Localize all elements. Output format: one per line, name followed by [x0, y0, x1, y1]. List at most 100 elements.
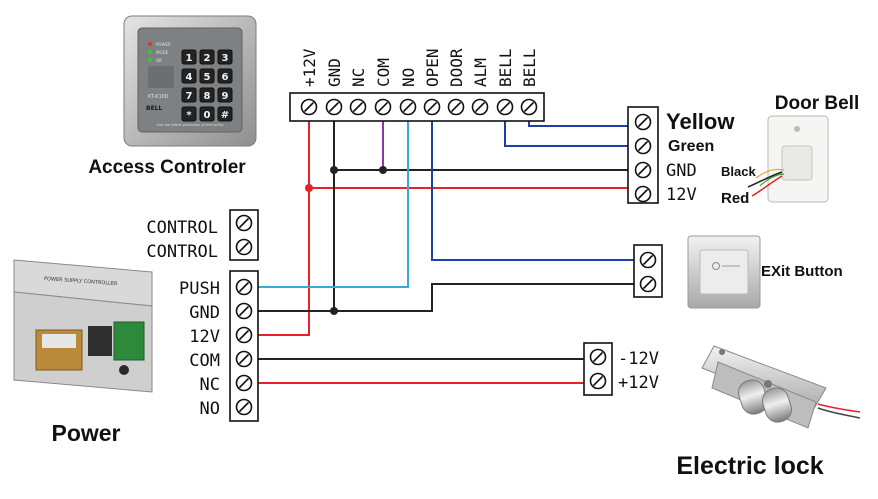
- terminal-screw: [300, 98, 318, 116]
- svg-text:7: 7: [186, 91, 193, 102]
- svg-text:1: 1: [186, 53, 193, 64]
- terminal-screw: [423, 98, 441, 116]
- keypad-key: 4: [181, 68, 197, 84]
- lock-terminal-block: [583, 342, 613, 396]
- terminal-screw: [496, 98, 514, 116]
- terminal-screw: [235, 214, 253, 232]
- wire-exit-return: [334, 283, 641, 312]
- controller-terminal-block: [289, 92, 545, 122]
- svg-text:9: 9: [222, 91, 229, 102]
- svg-text:8: 8: [204, 91, 211, 102]
- controller-terminal-label: +12V: [300, 48, 319, 87]
- terminal-screw: [634, 113, 652, 131]
- svg-text:0: 0: [204, 110, 211, 121]
- exit-button-title: EXit Button: [761, 263, 843, 280]
- keypad-key: *: [181, 106, 197, 122]
- controller-terminal-label: NC: [349, 68, 368, 87]
- bell-terminal-block: [627, 106, 659, 204]
- terminal-screw: [235, 374, 253, 392]
- keypad-key: #: [217, 106, 233, 122]
- terminal-label-control-2: CONTROL: [146, 242, 218, 262]
- terminal-screw: [634, 161, 652, 179]
- terminal-label-nc: NC: [200, 375, 220, 395]
- controller-terminal-label: DOOR: [447, 48, 466, 87]
- terminal-screw: [235, 398, 253, 416]
- terminal-label-com: COM: [189, 351, 220, 371]
- keypad-key: 8: [199, 87, 215, 103]
- terminal-screw: [634, 137, 652, 155]
- psu-block-body: [229, 270, 259, 422]
- wire-junction: [379, 166, 387, 174]
- terminal-screw: [235, 302, 253, 320]
- controller-terminal-label: GND: [325, 58, 344, 87]
- keypad-key: 3: [217, 49, 233, 65]
- svg-text:#: #: [221, 110, 229, 121]
- controller-terminal-labels: +12V GND NC COM NO OPEN DOOR ALM BELL BELL: [300, 48, 539, 87]
- controller-terminal-label: BELL: [520, 48, 539, 87]
- psu-control-terminal-block: [229, 209, 259, 261]
- svg-text:4: 4: [186, 72, 193, 83]
- terminal-label-push: PUSH: [179, 279, 220, 299]
- controller-terminal-label: BELL: [496, 48, 515, 87]
- terminal-screw: [634, 185, 652, 203]
- keypad-led-label: OK: [156, 58, 162, 63]
- wire-junction: [330, 166, 338, 174]
- terminal-label-yellow: Yellow: [666, 109, 735, 134]
- controller-terminal-label: COM: [374, 58, 393, 87]
- electric-lock-device: [701, 345, 861, 429]
- wire-gnd: [258, 114, 335, 312]
- svg-text:*: *: [186, 110, 192, 121]
- bell-terminal-labels: Yellow Green GND 12V Black Red: [666, 109, 756, 207]
- keypad-key: 9: [217, 87, 233, 103]
- door-bell-device: [747, 115, 829, 203]
- keypad-key: 1: [181, 49, 197, 65]
- svg-text:2: 2: [204, 53, 211, 64]
- controller-terminal-label: OPEN: [423, 48, 442, 87]
- keypad-led-label: POWER: [156, 42, 171, 47]
- terminal-label-lock-neg: -12V: [618, 349, 659, 369]
- svg-text:6: 6: [222, 72, 229, 83]
- lock-terminal-labels: -12V +12V: [618, 349, 659, 393]
- terminal-screw: [447, 98, 465, 116]
- wire-12v: [258, 114, 310, 336]
- terminal-screw: [399, 98, 417, 116]
- door-bell-title: Door Bell: [775, 93, 859, 114]
- power-title: Power: [51, 420, 120, 446]
- terminal-label-green: Green: [668, 138, 714, 155]
- terminal-screw: [349, 98, 367, 116]
- terminal-screw: [325, 98, 343, 116]
- terminal-screw: [589, 348, 607, 366]
- psu-label: POWER SUPPLY CONTROLLER: [44, 276, 118, 287]
- svg-text:5: 5: [204, 72, 211, 83]
- wire-label-red: Red: [721, 190, 749, 207]
- keypad-key: 7: [181, 87, 197, 103]
- keypad-model: KT-K100: [148, 94, 168, 100]
- exit-terminal-block: [633, 244, 663, 298]
- electric-lock-title: Electric lock: [676, 452, 823, 480]
- terminal-label-gnd: GND: [189, 303, 220, 323]
- wires: [258, 114, 641, 384]
- terminal-screw: [639, 275, 657, 293]
- wire-junction: [305, 184, 313, 192]
- keypad-led-label: MODE: [156, 50, 169, 55]
- terminal-screw: [520, 98, 538, 116]
- keypad-tagline: Use the latest processor of microchip: [157, 123, 225, 127]
- terminal-screw: [235, 350, 253, 368]
- controller-terminal-label: ALM: [471, 58, 490, 87]
- keypad-key: 0: [199, 106, 215, 122]
- wire-open: [431, 114, 641, 261]
- controller-terminal-label: NO: [399, 68, 418, 87]
- terminal-screw: [374, 98, 392, 116]
- svg-text:3: 3: [222, 53, 229, 64]
- terminal-screw: [235, 238, 253, 256]
- terminal-label-bell-gnd: GND: [666, 161, 697, 181]
- power-supply-device: POWER SUPPLY CONTROLLER: [13, 259, 153, 393]
- keypad-key: 5: [199, 68, 215, 84]
- terminal-screw: [639, 251, 657, 269]
- keypad-key: 6: [217, 68, 233, 84]
- wire-push: [258, 114, 409, 288]
- terminal-screw: [589, 372, 607, 390]
